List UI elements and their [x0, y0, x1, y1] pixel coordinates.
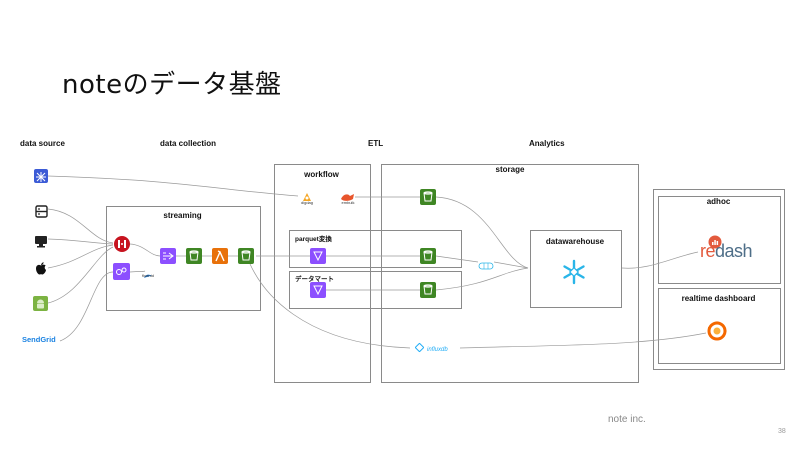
column-header-data-source: data source — [20, 139, 65, 148]
database-icon — [34, 169, 48, 183]
grafana-icon — [706, 320, 728, 346]
fluentd-icon — [144, 265, 152, 278]
kinesis-agent-icon — [113, 263, 130, 280]
s3-bucket-streaming-icon — [238, 248, 254, 264]
s3-datamart-bucket-icon — [420, 282, 436, 298]
datamart-label: データマート — [295, 276, 334, 283]
stream-icon — [160, 248, 176, 264]
storage-label: storage — [495, 165, 525, 174]
column-header-data-collection: data collection — [160, 139, 217, 148]
redash-logo-dash: dash — [715, 241, 753, 261]
digdag-icon — [301, 188, 313, 207]
datamart-box — [289, 271, 462, 309]
embulk-icon — [340, 188, 356, 207]
embulk-label: embulk — [341, 200, 355, 205]
apple-icon — [34, 261, 48, 280]
page-number: 38 — [778, 428, 786, 435]
analytics-outer-box — [653, 189, 785, 370]
streaming-box — [106, 206, 261, 311]
lambda-icon — [212, 248, 228, 264]
influxdb-logo: influxdb — [414, 342, 448, 353]
workflow-label: workflow — [304, 170, 339, 179]
streaming-label: streaming — [163, 211, 202, 220]
footer-company: note inc. — [608, 414, 646, 425]
server-icon — [35, 203, 48, 222]
glue-datamart-icon — [310, 282, 326, 298]
glue-parquet-icon — [310, 248, 326, 264]
storage-box — [381, 164, 639, 383]
realtime-box — [658, 288, 781, 364]
workflow-box — [274, 164, 371, 383]
android-icon — [33, 296, 48, 315]
column-header-analytics: Analytics — [529, 139, 565, 148]
datawarehouse-label: datawarehouse — [545, 237, 605, 246]
s3-raw-bucket-icon — [420, 189, 436, 205]
adhoc-box — [658, 196, 781, 284]
fluentd-label: fluentd — [141, 273, 154, 278]
realtime-label: realtime dashboard — [681, 294, 756, 303]
s3-bucket-icon — [186, 248, 202, 264]
parquet-label: parquet変換 — [295, 236, 332, 243]
redash-logo: redash — [700, 241, 753, 262]
desktop-icon — [34, 233, 48, 252]
sendgrid-logo: SendGrid — [22, 335, 56, 344]
stage-connector-icon — [478, 256, 494, 275]
redash-icon — [708, 234, 722, 253]
parquet-box — [289, 230, 462, 268]
redash-logo-re: re — [700, 241, 716, 261]
column-header-etl: ETL — [368, 139, 384, 148]
datawarehouse-box — [530, 230, 622, 308]
snowflake-icon — [561, 259, 587, 289]
adhoc-label: adhoc — [706, 197, 731, 206]
api-gateway-icon — [113, 235, 131, 257]
digdag-label: digdag — [300, 200, 313, 205]
slide-title: noteのデータ基盤 — [62, 70, 282, 100]
s3-parquet-bucket-icon — [420, 248, 436, 264]
influxdb-label: influxdb — [427, 347, 448, 353]
